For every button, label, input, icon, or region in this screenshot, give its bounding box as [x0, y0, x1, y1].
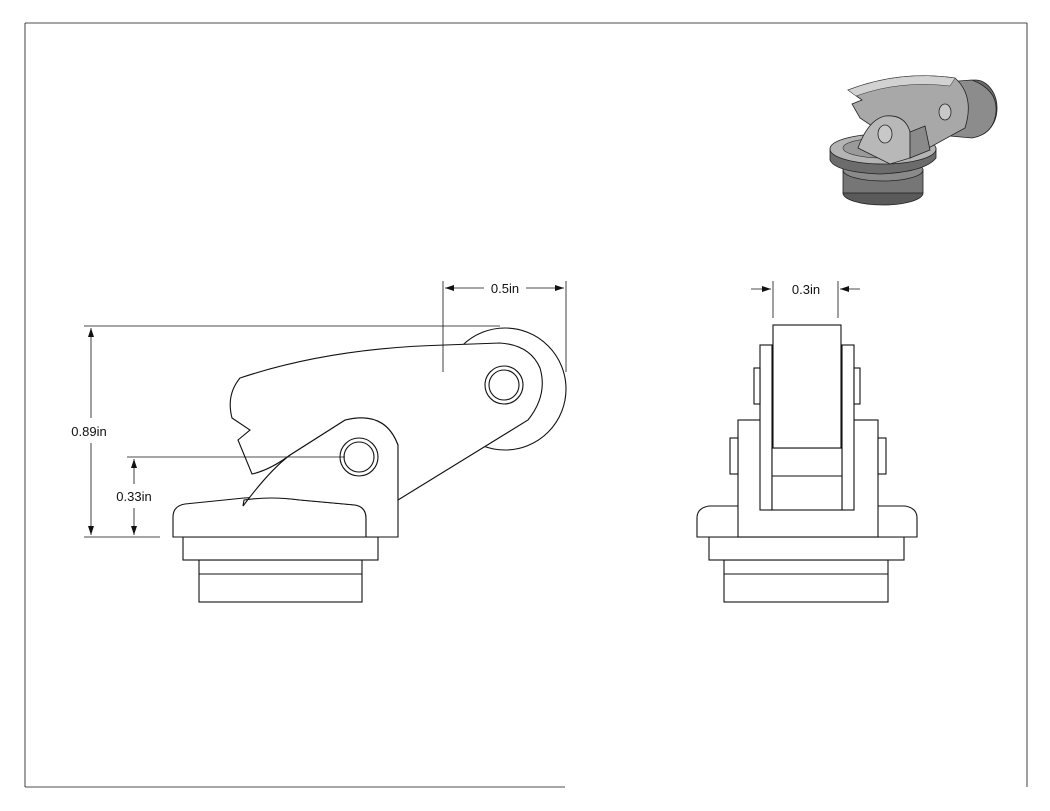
side-lever-right-boss [853, 367, 861, 405]
sheet-border [24, 22, 1028, 788]
dim-front-height: 0.89in [71, 325, 500, 538]
front-base-lower [198, 559, 363, 603]
front-lever-pin-inner [488, 369, 520, 401]
side-lever-plate-left [759, 344, 773, 511]
side-slot [771, 447, 843, 511]
side-lever-plate-right [841, 344, 855, 511]
front-pivot-pin-inner [343, 441, 375, 473]
dim-front-pivot-height: 0.33in [116, 456, 345, 535]
front-base-flange [182, 536, 379, 561]
side-base-flange [708, 536, 905, 561]
side-bracket-left-boss [729, 437, 739, 475]
side-base-lower [723, 559, 889, 603]
dim-front-width: 0.5in [442, 281, 567, 372]
dim-front-width-label: 0.5in [491, 281, 519, 296]
side-roller [772, 324, 842, 449]
side-view [696, 324, 918, 603]
dim-side-width: 0.3in [751, 281, 860, 318]
front-view [172, 327, 567, 603]
side-lever-left-boss [753, 367, 761, 405]
isometric-view [829, 75, 998, 206]
dim-front-height-label: 0.89in [71, 424, 106, 439]
dim-front-pivot-height-label: 0.33in [116, 489, 151, 504]
dim-side-width-label: 0.3in [792, 282, 820, 297]
side-bracket-right-boss [877, 437, 887, 475]
